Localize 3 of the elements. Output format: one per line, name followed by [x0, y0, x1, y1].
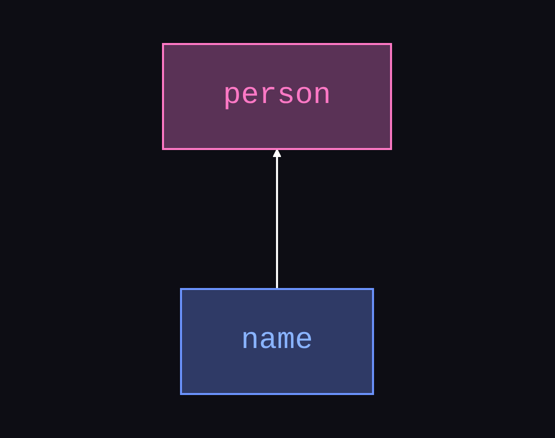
node-box: person	[162, 43, 393, 150]
node-box: name	[180, 288, 374, 395]
arrow	[273, 148, 282, 289]
